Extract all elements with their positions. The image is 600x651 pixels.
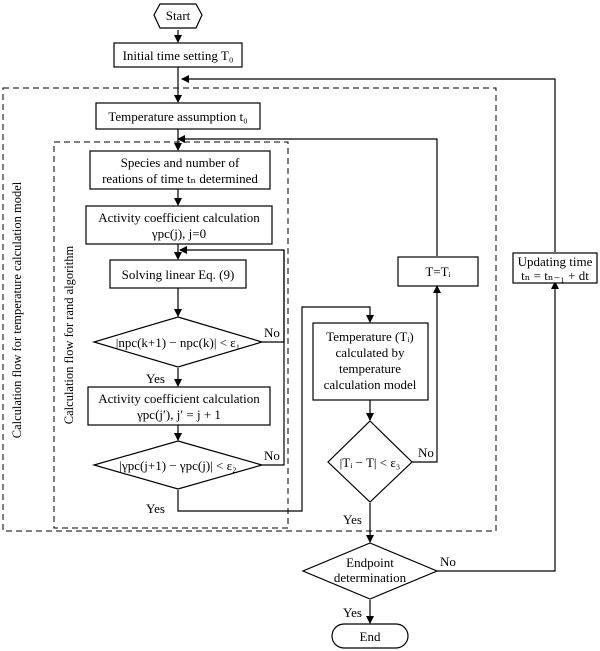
- initial-time-label: Initial time setting T₀: [123, 48, 234, 63]
- endpoint-diamond: [301, 542, 439, 600]
- arrow-teq-back: [177, 135, 438, 256]
- decision2-diamond: [91, 440, 265, 490]
- outer-region-box: [2, 87, 497, 532]
- endpoint-label-line1: Endpoint: [346, 555, 394, 570]
- activity1-box: [85, 205, 273, 245]
- decision3-diamond: [327, 420, 413, 503]
- temp-assumption-box: [95, 102, 261, 130]
- inner-region-label: Calculation flow for rand algorithm: [62, 246, 76, 425]
- decision2-no-label: No: [264, 448, 280, 463]
- updating-time-box: [512, 252, 598, 284]
- end-label: End: [360, 629, 381, 644]
- temp-calc-box: [312, 322, 429, 401]
- arrow-decision3-no-teq: [412, 285, 441, 463]
- start-label: Start: [166, 8, 191, 23]
- solving-label: Solving linear Eq. (9): [122, 267, 235, 282]
- updating-time-label-line2: tₙ = tₙ₋₁ + dt: [521, 268, 589, 283]
- decision2-label: |γpc(j+1) − γpc(j)| < ε₂: [119, 458, 236, 473]
- arrow-decision2-no-loop: [262, 250, 285, 466]
- updating-time-label-line1: Updating time: [518, 254, 593, 269]
- activity2-label-line2: γpc(j′), j′ = j + 1: [136, 407, 221, 422]
- temp-assumption-label: Temperature assumption t₀: [108, 109, 247, 124]
- decision1-diamond: [91, 316, 265, 368]
- temp-calc-label-line2: calculated by: [336, 345, 405, 360]
- decision3-label: |Tᵢ − T| < ε₃: [340, 455, 401, 470]
- species-label-line1: Species and number of: [121, 155, 240, 170]
- arrow-decision2-yes-tempcalc: [177, 306, 374, 512]
- initial-time-box: [113, 42, 243, 68]
- end-node: [331, 623, 409, 649]
- decision3-no-label: No: [418, 445, 434, 460]
- outer-region-label: Calculation flow for temperature calcula…: [10, 181, 24, 438]
- endpoint-yes-label: Yes: [343, 605, 362, 620]
- decision2-yes-label: Yes: [146, 501, 165, 516]
- temp-calc-label-line1: Temperature (Tᵢ): [326, 329, 413, 344]
- activity2-label-line1: Activity coefficient calculation: [98, 391, 260, 406]
- endpoint-label-line2: determination: [334, 570, 407, 585]
- decision3-yes-label: Yes: [343, 512, 362, 527]
- arrow-endpoint-no-updating: [437, 281, 559, 572]
- species-label-line2: reations of time tₙ determined: [102, 171, 258, 186]
- start-node: [153, 3, 203, 29]
- activity2-box: [87, 386, 271, 426]
- activity1-label-line1: Activity coefficient calculation: [98, 210, 260, 225]
- temp-calc-label-line3: temperature: [339, 361, 401, 376]
- t-eq-box: [397, 256, 479, 287]
- t-eq-label: T=Tᵢ: [425, 264, 451, 279]
- species-box: [89, 150, 271, 190]
- decision1-label: |npc(k+1) − npc(k)| < ε₁: [116, 335, 241, 350]
- arrow-updating-back: [181, 75, 556, 252]
- decision1-yes-label: Yes: [146, 371, 165, 386]
- solving-box: [109, 259, 247, 289]
- temp-calc-label-line4: calculation model: [324, 377, 417, 392]
- decision1-no-label: No: [264, 325, 280, 340]
- activity1-label-line2: γpc(j), j=0: [151, 226, 206, 241]
- endpoint-no-label: No: [440, 554, 456, 569]
